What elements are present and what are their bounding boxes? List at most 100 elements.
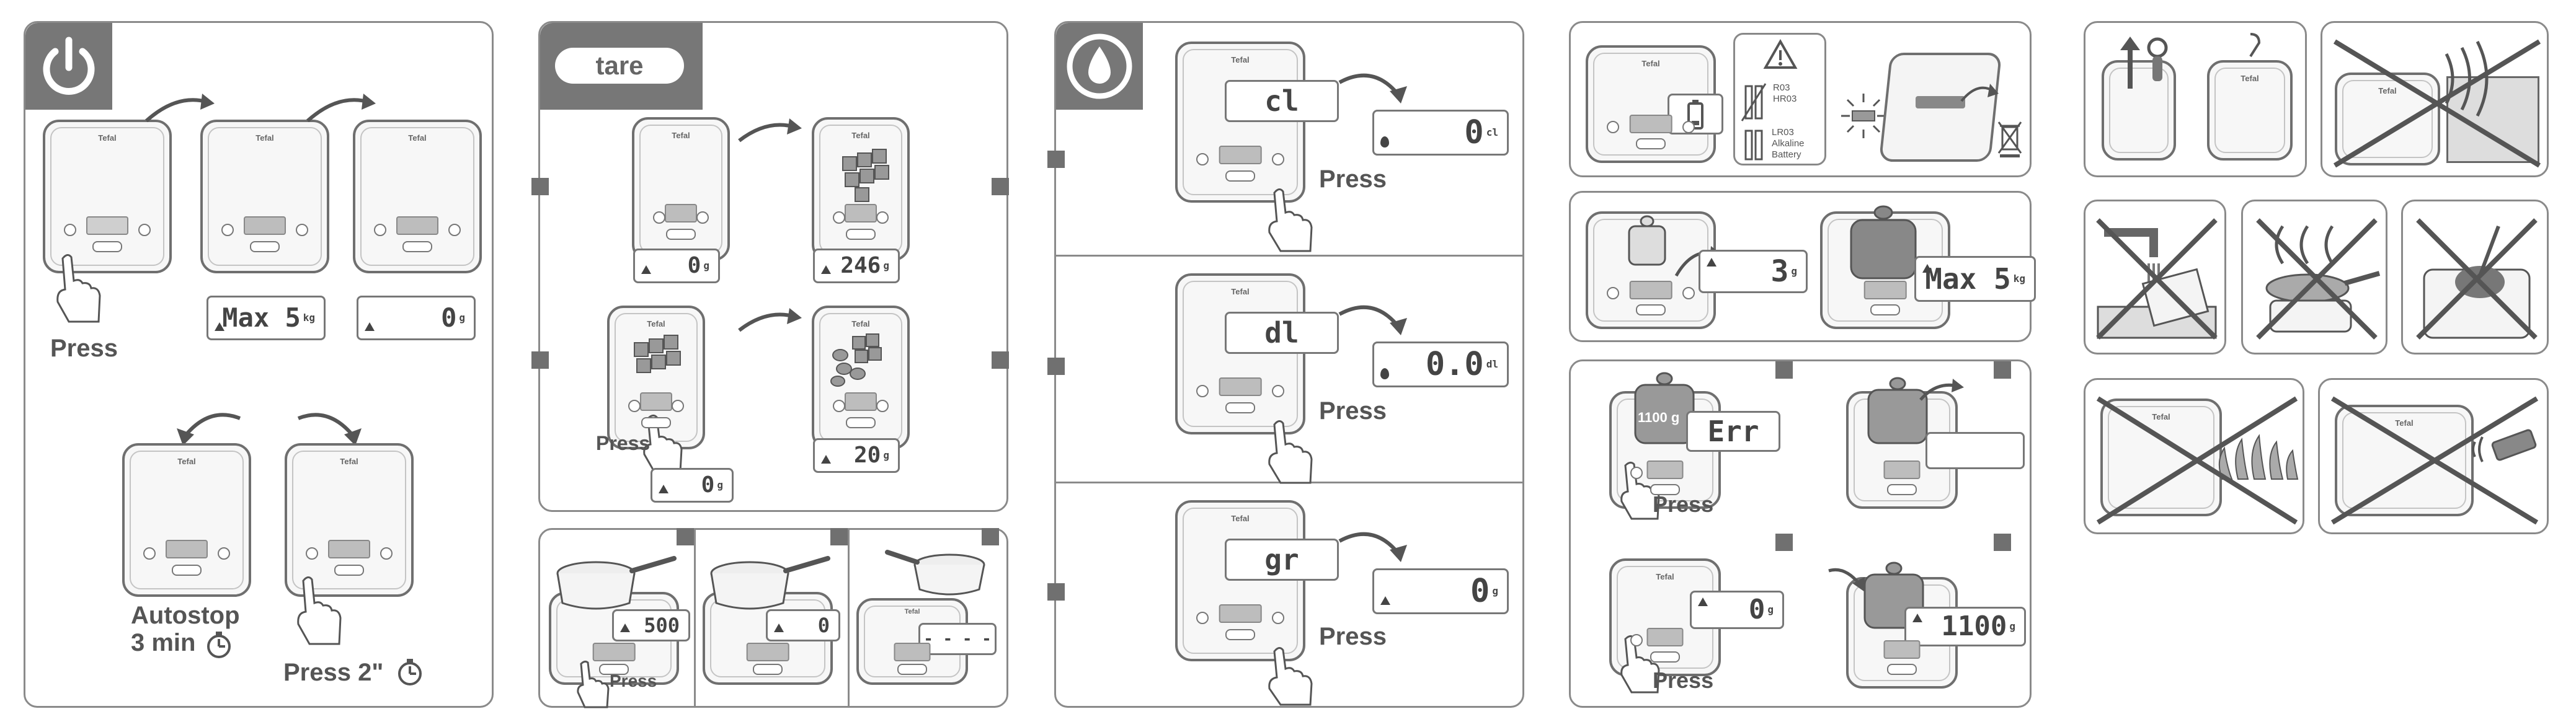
- power-button[interactable]: [221, 224, 234, 236]
- tare-button[interactable]: [666, 229, 696, 240]
- scale-hung: Tefal: [2207, 60, 2293, 161]
- unit-button[interactable]: [448, 224, 461, 236]
- lcd-value: gr: [1264, 543, 1299, 576]
- saucepan-icon: [885, 550, 985, 596]
- tare-button[interactable]: [1225, 629, 1255, 640]
- power-button[interactable]: [1196, 153, 1209, 165]
- press-label: Press: [50, 335, 118, 362]
- tare-button[interactable]: [897, 664, 927, 675]
- unit-button[interactable]: [380, 547, 393, 560]
- arrow-right-icon: [738, 118, 802, 143]
- power-button[interactable]: [833, 211, 845, 224]
- tare-button[interactable]: [92, 241, 122, 252]
- brand-logo: Tefal: [1231, 514, 1250, 523]
- tare-button[interactable]: [753, 664, 783, 675]
- tare-button[interactable]: [846, 417, 876, 428]
- scale-display: [1646, 628, 1684, 646]
- unit-button[interactable]: [296, 224, 308, 236]
- stable-indicator: [641, 265, 651, 274]
- tare-button[interactable]: [1650, 651, 1680, 663]
- saucepan-icon: [710, 556, 830, 610]
- tare-button[interactable]: [172, 565, 202, 576]
- scale-display: [640, 392, 672, 411]
- scale-cl: Tefal: [1175, 42, 1305, 203]
- lcd-liquid-1: 500: [612, 609, 690, 641]
- power-button[interactable]: [653, 211, 665, 224]
- press-label: Press: [1319, 165, 1387, 193]
- step-marker: [830, 528, 848, 545]
- power-button[interactable]: [143, 547, 156, 560]
- cross-icon: [2333, 39, 2541, 168]
- unit-button[interactable]: [1682, 287, 1695, 299]
- tare-button[interactable]: [1636, 138, 1666, 149]
- scale-tare-empty: Tefal: [632, 117, 730, 261]
- lcd-err: Err: [1686, 411, 1780, 452]
- power-button[interactable]: [628, 400, 641, 412]
- tare-button[interactable]: [1225, 402, 1255, 413]
- tare-button[interactable]: [1650, 484, 1680, 495]
- tare-badge: [555, 48, 684, 84]
- scale-off: Tefal: [43, 120, 172, 273]
- lcd-value: 0: [1748, 594, 1765, 625]
- unit-button[interactable]: [1682, 121, 1695, 133]
- tare-button[interactable]: [1870, 304, 1900, 315]
- scale-display: [592, 643, 636, 661]
- power-button[interactable]: [1630, 467, 1643, 479]
- power-button[interactable]: [306, 547, 318, 560]
- power-button[interactable]: [1196, 612, 1209, 624]
- power-button[interactable]: [1607, 287, 1619, 299]
- step-marker: [531, 178, 549, 195]
- tare-button[interactable]: [1636, 304, 1666, 315]
- power-button[interactable]: [1607, 121, 1619, 133]
- tare-button[interactable]: [1887, 484, 1917, 495]
- unit-button[interactable]: [1272, 385, 1284, 397]
- brand-logo: Tefal: [98, 133, 117, 143]
- lcd-unit: g: [717, 479, 723, 491]
- unit-button[interactable]: [672, 400, 684, 412]
- tare-button[interactable]: [599, 664, 629, 675]
- power-button[interactable]: [374, 224, 386, 236]
- unit-button[interactable]: [1272, 153, 1284, 165]
- tare-button[interactable]: [334, 565, 364, 576]
- small-weight-icon: [1628, 215, 1666, 266]
- scale-microwave: Tefal: [2335, 73, 2440, 165]
- scale-zero: Tefal: [353, 120, 482, 273]
- power-button[interactable]: [1630, 634, 1643, 646]
- hand-pointer-icon: [297, 576, 342, 645]
- brand-logo: Tefal: [2152, 412, 2170, 421]
- tare-button[interactable]: [250, 241, 280, 252]
- cross-icon: [2330, 396, 2539, 525]
- step-marker: [677, 528, 694, 545]
- unit-button[interactable]: [1272, 612, 1284, 624]
- mobile-phone-icon: [2472, 429, 2537, 462]
- unit-button[interactable]: [138, 224, 151, 236]
- press-label: Press: [596, 432, 651, 454]
- unit-button[interactable]: [876, 400, 889, 412]
- tare-button[interactable]: [1225, 170, 1255, 182]
- unit-button[interactable]: [876, 211, 889, 224]
- lcd-value: Err: [1707, 415, 1759, 448]
- power-button[interactable]: [1196, 385, 1209, 397]
- power-button[interactable]: [64, 224, 76, 236]
- hand-pointer-icon: [577, 660, 610, 708]
- scale-display: [1863, 281, 1907, 299]
- arrow-right-icon: [1338, 305, 1407, 335]
- power-button[interactable]: [833, 400, 845, 412]
- warning-knife: [2401, 200, 2549, 355]
- tare-button[interactable]: [846, 229, 876, 240]
- tare-button[interactable]: [1887, 664, 1917, 675]
- tare-button[interactable]: [402, 241, 432, 252]
- heavy-weight-icon: [1850, 205, 1917, 280]
- arrow-right-icon: [297, 413, 362, 446]
- tare-button[interactable]: [641, 417, 671, 428]
- unit-button[interactable]: [696, 211, 709, 224]
- lcd-value: 0: [441, 302, 457, 333]
- brand-logo: Tefal: [177, 457, 196, 466]
- arrow-right-icon: [738, 308, 802, 332]
- unit-button[interactable]: [218, 547, 230, 560]
- autostop-time-label: 3 min: [131, 629, 196, 656]
- warning-water: [2084, 200, 2226, 355]
